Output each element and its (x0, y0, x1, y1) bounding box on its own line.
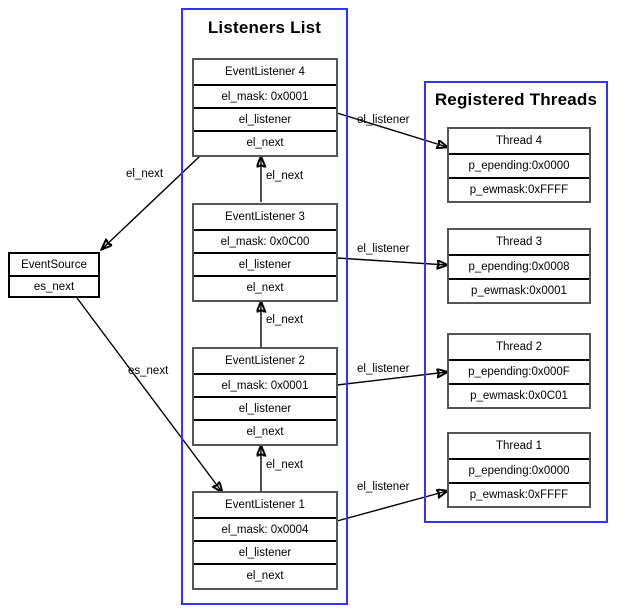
eventsource-title: EventSource (10, 254, 98, 275)
edge-label-eventsource-el1: es_next (128, 365, 169, 377)
eventlistener-1-box[interactable]: EventListener 1 el_mask: 0x0004 el_liste… (192, 491, 338, 590)
edge-label-el2-thread2: el_listener (357, 363, 410, 375)
edge-el4-to-eventsource (102, 155, 201, 249)
edge-label-el1-thread1: el_listener (357, 481, 410, 493)
edge-label-el3-thread3: el_listener (357, 243, 410, 255)
eventlistener-4-listener: el_listener (194, 107, 336, 130)
thread-3-box[interactable]: Thread 3 p_epending:0x0008 p_ewmask:0x00… (447, 228, 591, 304)
registered-threads-panel (424, 81, 608, 523)
thread-1-ewmask: p_ewmask:0xFFFF (449, 482, 589, 506)
eventlistener-2-title: EventListener 2 (194, 349, 336, 373)
eventlistener-3-listener: el_listener (194, 252, 336, 275)
thread-2-box[interactable]: Thread 2 p_epending:0x000F p_ewmask:0x0C… (447, 333, 591, 409)
eventlistener-4-title: EventListener 4 (194, 60, 336, 84)
eventlistener-2-next: el_next (194, 419, 336, 442)
eventsource-field-es-next: es_next (10, 275, 98, 296)
registered-threads-title: Registered Threads (434, 90, 598, 109)
thread-2-title: Thread 2 (449, 335, 589, 359)
eventlistener-1-title: EventListener 1 (194, 493, 336, 517)
thread-1-title: Thread 1 (449, 434, 589, 458)
eventlistener-3-next: el_next (194, 275, 336, 298)
eventlistener-2-mask: el_mask: 0x0001 (194, 373, 336, 396)
thread-4-box[interactable]: Thread 4 p_epending:0x0000 p_ewmask:0xFF… (447, 127, 591, 203)
listeners-list-panel (181, 8, 348, 605)
edge-eventsource-to-el1 (76, 297, 222, 492)
edge-label-el1-el2: el_next (266, 459, 304, 471)
eventlistener-3-title: EventListener 3 (194, 205, 336, 229)
eventlistener-1-mask: el_mask: 0x0004 (194, 517, 336, 540)
thread-2-ewmask: p_ewmask:0x0C01 (449, 383, 589, 407)
edge-label-el4-eventsource: el_next (126, 168, 164, 180)
eventlistener-1-listener: el_listener (194, 540, 336, 563)
eventlistener-2-listener: el_listener (194, 396, 336, 419)
eventlistener-4-box[interactable]: EventListener 4 el_mask: 0x0001 el_liste… (192, 58, 338, 157)
eventlistener-2-box[interactable]: EventListener 2 el_mask: 0x0001 el_liste… (192, 347, 338, 446)
edge-el3-to-thread3 (336, 257, 447, 265)
thread-3-ewmask: p_ewmask:0x0001 (449, 278, 589, 302)
listeners-list-title: Listeners List (207, 18, 322, 37)
thread-1-box[interactable]: Thread 1 p_epending:0x0000 p_ewmask:0xFF… (447, 432, 591, 508)
thread-4-ewmask: p_ewmask:0xFFFF (449, 177, 589, 201)
thread-2-epending: p_epending:0x000F (449, 359, 589, 383)
thread-4-title: Thread 4 (449, 129, 589, 153)
eventsource-box[interactable]: EventSource es_next (8, 252, 100, 298)
edge-el1-to-thread1 (336, 491, 447, 522)
edge-label-el4-thread4: el_listener (357, 114, 410, 126)
eventlistener-4-next: el_next (194, 130, 336, 153)
edge-el4-to-thread4 (336, 112, 447, 147)
thread-3-epending: p_epending:0x0008 (449, 254, 589, 278)
edge-label-el3-el4: el_next (266, 170, 304, 182)
eventlistener-1-next: el_next (194, 563, 336, 586)
edge-el2-to-thread2 (336, 372, 447, 386)
edge-label-el2-el3: el_next (266, 314, 304, 326)
eventlistener-3-box[interactable]: EventListener 3 el_mask: 0x0C00 el_liste… (192, 203, 338, 302)
thread-3-title: Thread 3 (449, 230, 589, 254)
thread-1-epending: p_epending:0x0000 (449, 458, 589, 482)
eventlistener-4-mask: el_mask: 0x0001 (194, 84, 336, 107)
eventlistener-3-mask: el_mask: 0x0C00 (194, 229, 336, 252)
thread-4-epending: p_epending:0x0000 (449, 153, 589, 177)
